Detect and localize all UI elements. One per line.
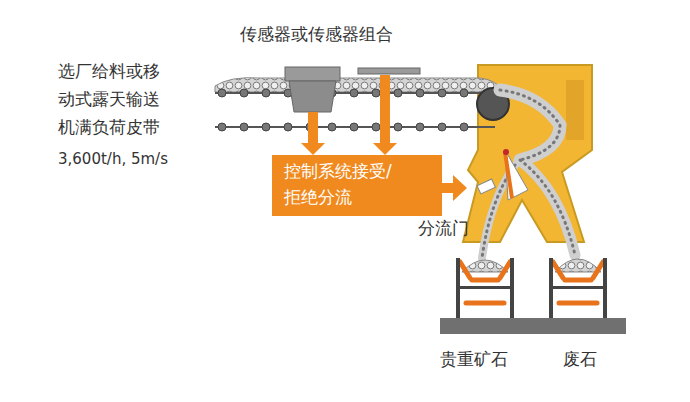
- text-label: 废石: [563, 349, 597, 370]
- ore-stream: [482, 90, 575, 258]
- belt-roller: [416, 89, 424, 97]
- belt-roller: [372, 123, 380, 131]
- chute-panel: [566, 80, 584, 140]
- belt-roller: [218, 123, 226, 131]
- belt-roller: [438, 123, 446, 131]
- belt-roller: [240, 89, 248, 97]
- belt-roller: [460, 89, 468, 97]
- belt-roller: [394, 89, 402, 97]
- belt-roller: [438, 89, 446, 97]
- floor-base: [440, 318, 626, 334]
- belt-roller: [350, 123, 358, 131]
- text-label: 分流门: [418, 218, 469, 239]
- conveyor-belt: [215, 78, 509, 131]
- belt-roller: [262, 123, 270, 131]
- belt-roller: [416, 123, 424, 131]
- belt-roller: [394, 123, 402, 131]
- belt-roller: [240, 123, 248, 131]
- diverter-gate: [477, 149, 528, 200]
- product-conveyor: [456, 258, 607, 318]
- text-label: 3,600t/h, 5m/s: [58, 150, 168, 169]
- belt-roller: [372, 89, 380, 97]
- chute-housing: [463, 65, 592, 242]
- text-label: 贵重矿石: [440, 349, 508, 370]
- process-box: 控制系统接受/ 拒绝分流: [272, 155, 442, 216]
- belt-roller: [328, 123, 336, 131]
- belt-roller: [262, 89, 270, 97]
- text-label: 选厂给料或移 动式露天输送 机满负荷皮带: [58, 57, 162, 141]
- sensor: [285, 67, 420, 112]
- text-label: 传感器或传感器组合: [240, 24, 393, 45]
- belt-roller: [350, 89, 358, 97]
- belt-roller: [284, 123, 292, 131]
- box-text: 控制系统接受/ 拒绝分流: [284, 159, 406, 210]
- belt-roller: [460, 123, 468, 131]
- belt-roller: [218, 89, 226, 97]
